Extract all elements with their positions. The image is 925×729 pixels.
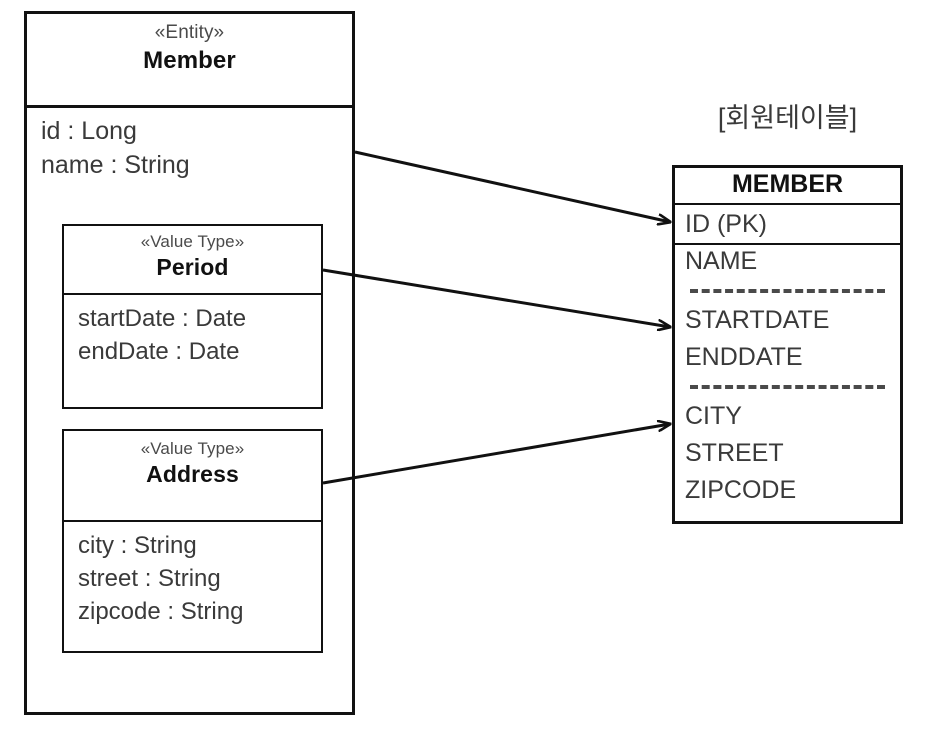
member-attribute-id: id : Long <box>41 117 137 145</box>
member-table-column-zipcode: ZIPCODE <box>685 476 797 504</box>
member-entity-divider <box>27 105 352 108</box>
member-table-separator-1 <box>690 289 885 293</box>
member-table-title-rule <box>675 203 900 205</box>
arrow-period-to-startdate <box>322 268 670 327</box>
period-attribute-enddate: endDate : Date <box>78 338 240 365</box>
address-attribute-city: city : String <box>78 532 197 559</box>
address-header: «Value Type» Address <box>64 431 321 520</box>
member-entity-attribute-list: id : Long name : String <box>27 114 352 182</box>
period-header: «Value Type» Period <box>64 226 321 293</box>
period-name: Period <box>156 254 229 280</box>
member-table-column-id: ID (PK) <box>685 210 767 238</box>
period-stereotype: «Value Type» <box>140 232 245 251</box>
address-value-type-box[interactable]: «Value Type» Address city : String stree… <box>62 429 323 653</box>
member-table-caption: [회원테이블] <box>717 103 858 133</box>
member-entity-header: «Entity» Member <box>27 14 352 105</box>
address-stereotype: «Value Type» <box>140 439 245 458</box>
address-attribute-list: city : String street : String zipcode : … <box>64 529 321 628</box>
period-value-type-box[interactable]: «Value Type» Period startDate : Date end… <box>62 224 323 409</box>
member-table-column-city: CITY <box>685 402 742 430</box>
member-table-separator-2 <box>690 385 885 389</box>
member-table-column-name: NAME <box>685 247 758 275</box>
member-table-column-street: STREET <box>685 439 784 467</box>
address-divider <box>64 520 321 522</box>
period-attribute-list: startDate : Date endDate : Date <box>64 302 321 368</box>
member-table-title: MEMBER <box>731 170 844 198</box>
address-name: Address <box>146 461 239 487</box>
member-table-column-startdate: STARTDATE <box>685 306 830 334</box>
address-attribute-zipcode: zipcode : String <box>78 598 244 625</box>
member-table-box[interactable]: MEMBER ID (PK) NAME STARTDATE ENDDATE CI… <box>672 165 903 524</box>
arrow-member-to-id <box>354 150 670 222</box>
member-entity-stereotype: «Entity» <box>154 22 225 43</box>
address-attribute-street: street : String <box>78 565 221 592</box>
member-attribute-name: name : String <box>41 151 190 179</box>
member-table-column-list: ID (PK) NAME STARTDATE ENDDATE CITY STRE… <box>675 205 900 509</box>
member-entity-name: Member <box>143 47 236 74</box>
member-table-column-enddate: ENDDATE <box>685 343 803 371</box>
period-divider <box>64 293 321 295</box>
arrow-address-to-city <box>322 424 670 485</box>
period-attribute-startdate: startDate : Date <box>78 305 247 332</box>
member-table-pk-rule <box>675 243 900 245</box>
